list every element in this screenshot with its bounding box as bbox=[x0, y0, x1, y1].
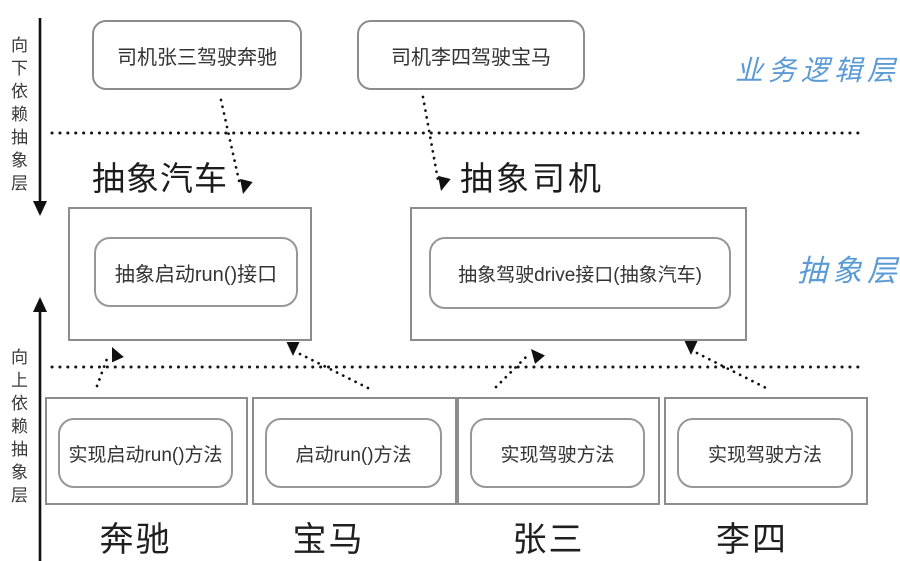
arrow-down-icon bbox=[33, 201, 47, 216]
arrowhead-icon bbox=[112, 347, 124, 363]
abstract-car-box: 抽象启动run()接口 bbox=[68, 207, 312, 341]
impl-box-lisi: 实现驾驶方法 bbox=[664, 397, 868, 505]
arrowhead-icon bbox=[286, 342, 300, 356]
rail-up-label: 向上依赖抽象层 bbox=[8, 348, 27, 509]
dep-line-lisi-impl-to-abstract-driver bbox=[695, 351, 772, 392]
arrowhead-icon bbox=[240, 178, 253, 194]
abstract-car-interface: 抽象启动run()接口 bbox=[94, 237, 298, 307]
impl-name-benz: 奔驰 bbox=[99, 521, 172, 559]
arrowhead-icon bbox=[684, 341, 698, 355]
dep-line-benz-to-abstract-car bbox=[95, 354, 110, 388]
business-box-zhangsan-benz: 司机张三驾驶奔驰 bbox=[92, 20, 302, 90]
dep-line-zhangsan-impl-to-abstract-driver bbox=[494, 355, 528, 389]
impl-name-lisi: 李四 bbox=[716, 521, 788, 559]
impl-box-benz: 实现启动run()方法 bbox=[45, 397, 248, 505]
abstract-driver-box: 抽象驾驶drive接口(抽象汽车) bbox=[410, 207, 747, 341]
dep-line-bmw-to-abstract-car bbox=[298, 352, 372, 391]
impl-method-bmw: 启动run()方法 bbox=[265, 418, 442, 488]
impl-method-lisi: 实现驾驶方法 bbox=[677, 418, 853, 488]
arrowhead-icon bbox=[531, 349, 545, 364]
rail-down-label: 向下依赖抽象层 bbox=[8, 36, 27, 197]
dep-line-lisi-to-abstract-driver bbox=[421, 95, 440, 182]
abstract-driver-heading: 抽象司机 bbox=[460, 160, 604, 197]
abstract-layer-tag: 抽象层 bbox=[797, 255, 900, 288]
arrowhead-icon bbox=[438, 175, 451, 191]
business-layer-tag: 业务逻辑层 bbox=[735, 56, 900, 87]
impl-method-benz: 实现启动run()方法 bbox=[58, 418, 233, 488]
impl-box-zhangsan: 实现驾驶方法 bbox=[457, 397, 660, 505]
impl-method-zhangsan: 实现驾驶方法 bbox=[470, 418, 645, 488]
impl-box-bmw: 启动run()方法 bbox=[252, 397, 457, 505]
arrow-up-icon bbox=[33, 297, 47, 312]
abstract-car-heading: 抽象汽车 bbox=[92, 160, 228, 197]
abstract-driver-interface: 抽象驾驶drive接口(抽象汽车) bbox=[429, 237, 731, 309]
business-box-lisi-bmw: 司机李四驾驶宝马 bbox=[357, 20, 585, 90]
impl-name-zhangsan: 张三 bbox=[512, 521, 585, 559]
impl-name-bmw: 宝马 bbox=[292, 521, 365, 559]
